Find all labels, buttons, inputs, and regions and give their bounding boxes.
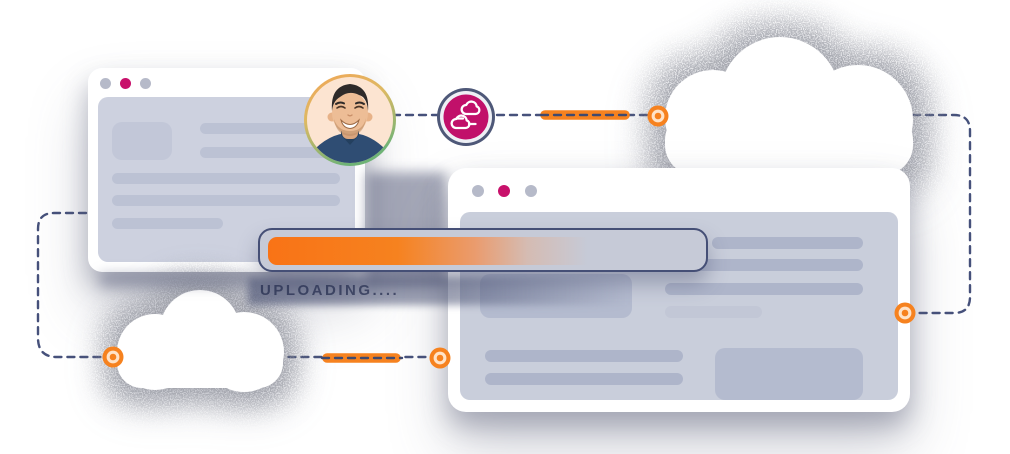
traffic-dot-magenta	[120, 78, 131, 89]
placeholder-bar	[712, 237, 863, 249]
upload-progress-bar	[258, 228, 708, 272]
traffic-dot-magenta	[498, 185, 510, 197]
placeholder-bar	[665, 259, 863, 271]
cloud-shape	[665, 37, 913, 175]
dual-cloud-glyph	[450, 100, 481, 130]
upload-shadow-band	[248, 277, 628, 305]
user-avatar	[304, 74, 396, 166]
placeholder-bar	[200, 147, 338, 158]
traffic-dot-gray	[140, 78, 151, 89]
content-panel	[98, 97, 355, 262]
cloud-bottom-left	[117, 290, 284, 392]
placeholder-bar	[485, 350, 683, 362]
dashed-connector-bottom	[36, 211, 432, 359]
placeholder-block	[112, 122, 172, 160]
uploading-label: UPLOADING....	[260, 282, 400, 299]
placeholder-bar	[112, 173, 340, 184]
traffic-dot-gray	[100, 78, 111, 89]
placeholder-block	[715, 348, 863, 400]
placeholder-bar	[112, 195, 340, 206]
placeholder-bar	[112, 218, 223, 229]
cloud-top-right	[665, 37, 913, 175]
placeholder-bar	[665, 283, 863, 295]
traffic-dot-gray	[525, 185, 537, 197]
dashed-connector-top	[391, 113, 972, 315]
placeholder-bar	[200, 123, 345, 134]
cloud-sync-icon	[437, 88, 495, 146]
placeholder-bar	[665, 306, 762, 318]
cloud-shape	[117, 290, 284, 392]
traffic-dot-gray	[472, 185, 484, 197]
placeholder-bar	[485, 373, 683, 385]
shadow-band	[100, 273, 250, 287]
progress-fill	[268, 236, 700, 265]
